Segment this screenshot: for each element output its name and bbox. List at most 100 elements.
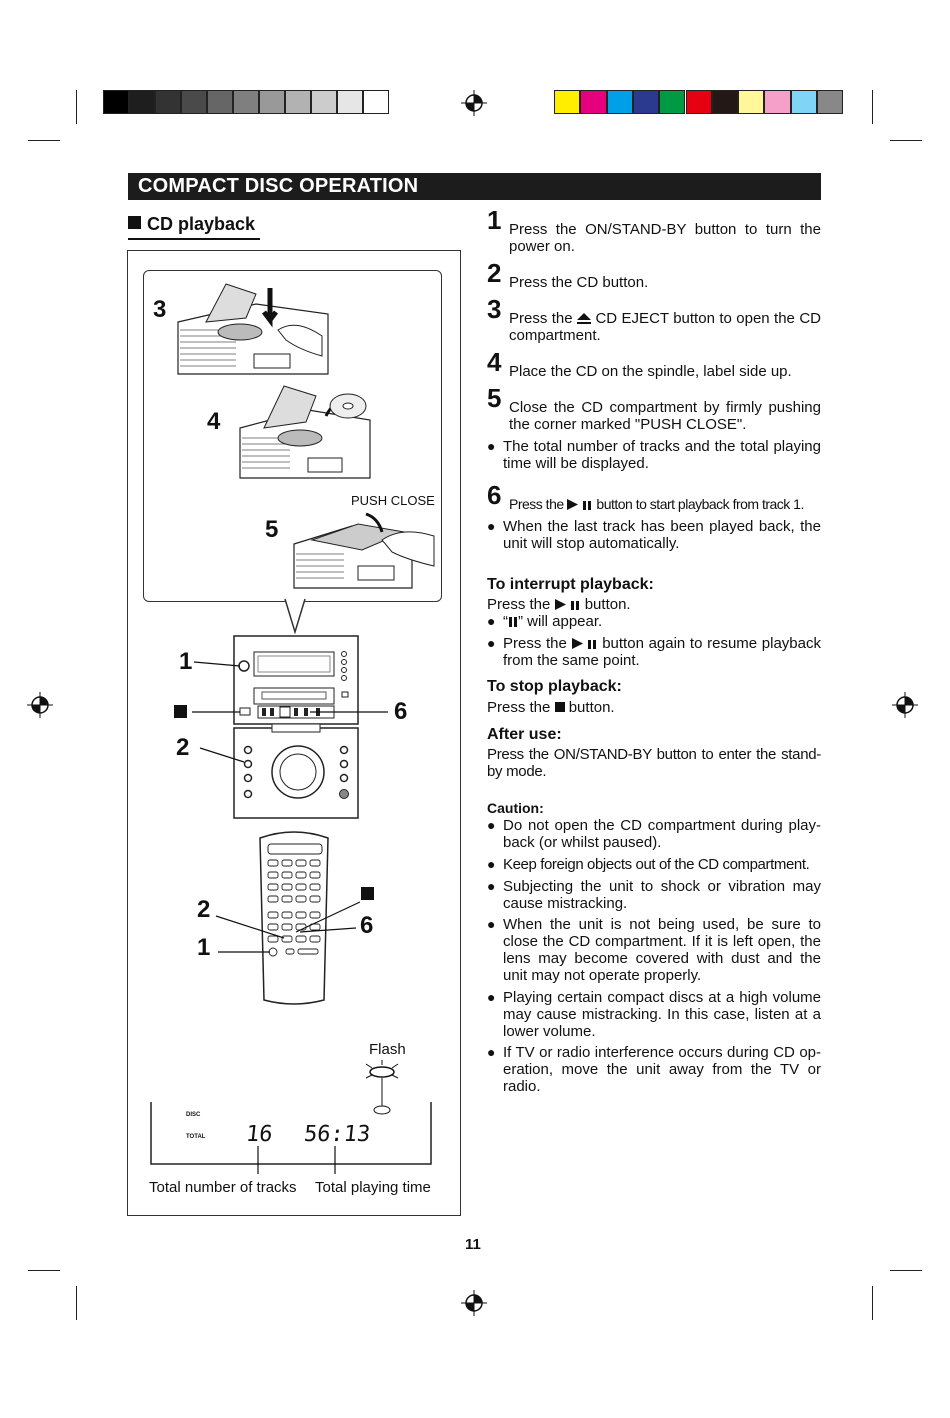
crop-mark xyxy=(890,140,922,141)
subsection-title: CD playback xyxy=(128,214,255,235)
crop-mark xyxy=(76,90,77,124)
display-panel xyxy=(150,1102,432,1165)
step-number: 3 xyxy=(487,294,502,324)
caution-text: Do not open the CD compartment during pl… xyxy=(503,817,821,851)
square-bullet-icon xyxy=(128,216,141,229)
flash-indicator-icon xyxy=(365,1060,399,1115)
resume-text-pre: Press the xyxy=(503,635,567,652)
stop-square-icon xyxy=(174,705,187,718)
stop-instruction: Press the button. xyxy=(487,699,821,716)
bullet-pause-appears: ●“” will appear. xyxy=(487,613,603,630)
color-swatch xyxy=(711,90,739,114)
step-number: 5 xyxy=(487,383,502,413)
color-swatch xyxy=(580,90,607,114)
bullet-resume: ● Press the button again to resume playba… xyxy=(487,635,821,669)
section-title: COMPACT DISC OPERATION xyxy=(138,175,419,197)
color-swatch xyxy=(337,90,363,114)
main-unit-front-illustration xyxy=(233,635,359,819)
illustration-callout-4: 4 xyxy=(207,408,221,435)
bullet-dot-icon: ● xyxy=(487,856,496,872)
remote-leader-lines xyxy=(215,901,360,953)
crop-mark xyxy=(872,1286,873,1320)
bullet-dot-icon: ● xyxy=(487,916,496,932)
registration-mark-icon xyxy=(461,1290,487,1316)
close-lid-illustration xyxy=(293,512,435,589)
cd-eject-illustration xyxy=(177,283,329,375)
stop-heading: To stop playback: xyxy=(487,678,622,695)
caution-item: ●Subjecting the unit to shock or vibrati… xyxy=(487,878,821,912)
color-swatch xyxy=(790,90,817,114)
crop-mark xyxy=(76,1286,77,1320)
caption-total-time: Total playing time xyxy=(315,1179,431,1196)
section-header-bar xyxy=(128,173,821,200)
crop-mark xyxy=(28,140,60,141)
color-swatch xyxy=(659,90,686,114)
subsection-title-text: CD playback xyxy=(147,214,256,234)
interrupt-text-pre: Press the xyxy=(487,596,551,613)
caution-text: Keep foreign objects out of the CD compa… xyxy=(503,856,810,873)
display-tracks-value: 16 xyxy=(244,1122,274,1147)
step-number: 1 xyxy=(487,205,502,235)
bullet-dot-icon: ● xyxy=(487,635,496,651)
bullet-dot-icon: ● xyxy=(487,817,496,833)
bullet-text: ” will appear. xyxy=(518,613,603,630)
step-text-post: CD EJECT button to open the CD compartme… xyxy=(509,310,821,344)
display-time-value: 56:13 xyxy=(302,1122,372,1147)
step-text: Close the CD compartment by firmly pushi… xyxy=(509,399,821,433)
callout-pointer xyxy=(284,598,306,634)
display-leader-lines xyxy=(257,1146,336,1174)
bullet-dot-icon: ● xyxy=(487,438,496,454)
color-swatch xyxy=(632,90,660,114)
color-swatch xyxy=(129,90,155,114)
color-swatch xyxy=(764,90,791,114)
color-swatch xyxy=(554,90,581,114)
color-swatch xyxy=(285,90,311,114)
bullet-dot-icon: ● xyxy=(487,518,496,534)
step-text-pre: Press the xyxy=(509,310,573,327)
after-use-heading: After use: xyxy=(487,726,562,743)
caution-heading: Caution: xyxy=(487,800,544,816)
pause-icon xyxy=(509,617,517,627)
color-swatch xyxy=(311,90,337,114)
color-swatch xyxy=(606,90,633,114)
after-use-text: Press the ON/STAND-BY button to enter th… xyxy=(487,746,821,780)
unit-leader-lines xyxy=(192,661,388,763)
color-swatch xyxy=(103,90,129,114)
bullet-text: When the last track has been played back… xyxy=(503,518,821,552)
flash-label: Flash xyxy=(369,1041,406,1058)
bullet-dot-icon: ● xyxy=(487,878,496,894)
place-cd-illustration xyxy=(239,385,371,479)
color-swatch xyxy=(259,90,285,114)
caution-item: ● Playing certain compact discs at a high… xyxy=(487,989,821,1040)
bullet-after-step-6: ● When the last track has been played bac… xyxy=(487,518,821,552)
display-disc-label: DISC xyxy=(186,1112,201,1118)
play-pause-icon xyxy=(554,599,579,610)
step-text: Press the CD button. xyxy=(509,274,649,291)
caution-text: Playing certain compact discs at a high … xyxy=(503,989,821,1040)
illustration-callout-5: 5 xyxy=(265,516,279,543)
bullet-dot-icon: ● xyxy=(487,989,496,1005)
crop-mark xyxy=(890,1270,922,1271)
step-text-post: button to start playback from track 1. xyxy=(596,496,804,512)
caution-item: ● Do not open the CD compartment during p… xyxy=(487,817,821,851)
bullet-after-step-5: ●The total number of tracks and the tota… xyxy=(487,438,821,472)
registration-mark-icon xyxy=(461,90,487,116)
bullet-dot-icon: ● xyxy=(487,1044,496,1060)
resume-text-post: button again to resume playback from the… xyxy=(503,635,821,669)
stop-square-icon xyxy=(361,887,374,900)
caution-text: If TV or radio interference occurs durin… xyxy=(503,1044,821,1095)
interrupt-text-post: button. xyxy=(584,596,631,613)
registration-mark-icon xyxy=(27,692,53,718)
color-swatch xyxy=(233,90,259,114)
play-pause-icon xyxy=(567,499,592,510)
illustration-frame xyxy=(127,250,461,1216)
stop-text-post: button. xyxy=(568,699,615,716)
color-swatch xyxy=(207,90,233,114)
caution-item: ● If TV or radio interference occurs duri… xyxy=(487,1044,821,1095)
eject-icon xyxy=(577,313,592,324)
display-total-label: TOTAL xyxy=(186,1134,206,1140)
